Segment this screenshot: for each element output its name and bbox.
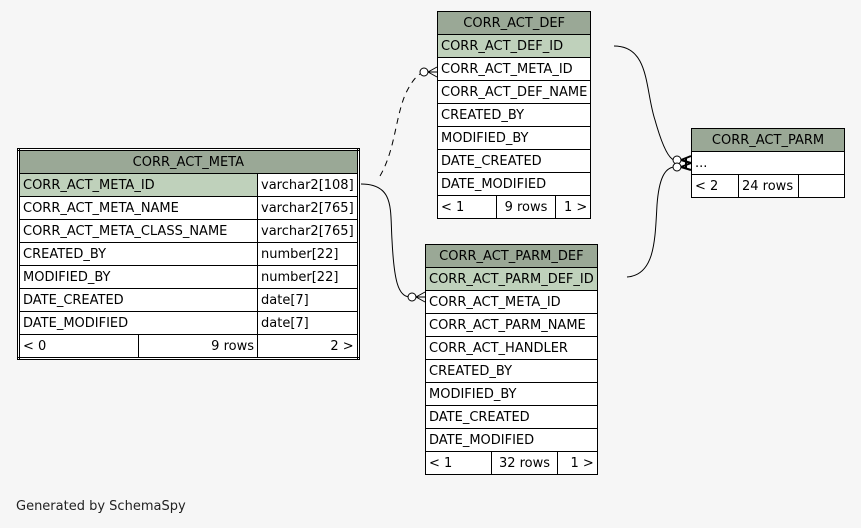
- column-name[interactable]: CREATED_BY: [18, 242, 258, 266]
- edge-meta-to-pdef: [360, 183, 411, 298]
- column-name[interactable]: CORR_ACT_DEF_ID: [436, 34, 592, 58]
- table-title[interactable]: CORR_ACT_META: [18, 149, 359, 174]
- edge-meta-to-def-zero-marker: [419, 67, 429, 77]
- edge-def-to-parm: [613, 45, 675, 161]
- column-name[interactable]: CORR_ACT_META_ID: [425, 290, 598, 314]
- row-count: 9 rows: [496, 195, 556, 219]
- parents-count[interactable]: < 0: [18, 334, 139, 359]
- edge-meta-to-pdef-crowfoot: [415, 291, 426, 303]
- children-count[interactable]: 2 >: [257, 334, 359, 359]
- column-type: varchar2[765]: [257, 196, 359, 220]
- column-name[interactable]: DATE_CREATED: [18, 288, 258, 312]
- edge-parm-crowfoot: [680, 155, 692, 171]
- column-name[interactable]: CORR_ACT_META_NAME: [18, 196, 258, 220]
- column-name[interactable]: CORR_ACT_META_ID: [436, 57, 592, 81]
- edge-meta-to-def-crowfoot: [427, 66, 438, 78]
- column-name[interactable]: DATE_CREATED: [425, 405, 598, 429]
- column-type: varchar2[108]: [257, 173, 359, 197]
- column-type: number[22]: [257, 242, 359, 266]
- table-title[interactable]: CORR_ACT_DEF: [436, 11, 592, 35]
- column-type: varchar2[765]: [257, 219, 359, 243]
- table-title[interactable]: CORR_ACT_PARM_DEF: [425, 244, 598, 268]
- parents-count[interactable]: < 1: [437, 195, 497, 219]
- edge-pdef-to-parm-zero-marker: [672, 162, 682, 172]
- column-name[interactable]: CREATED_BY: [436, 103, 592, 127]
- parents-count[interactable]: < 2: [691, 174, 739, 198]
- children-count[interactable]: 1 >: [557, 451, 598, 475]
- column-name[interactable]: DATE_MODIFIED: [18, 311, 258, 335]
- row-count: 24 rows: [738, 174, 799, 198]
- children-count[interactable]: [798, 174, 845, 198]
- column-name[interactable]: ...: [691, 151, 845, 175]
- column-type: date[7]: [257, 311, 359, 335]
- column-name[interactable]: CREATED_BY: [425, 359, 598, 383]
- column-name[interactable]: DATE_MODIFIED: [425, 428, 598, 452]
- row-count: 32 rows: [491, 451, 558, 475]
- edge-meta-to-def: [379, 71, 425, 177]
- table-corr-act-def[interactable]: CORR_ACT_DEF CORR_ACT_DEF_ID CORR_ACT_ME…: [436, 11, 592, 219]
- column-name[interactable]: MODIFIED_BY: [436, 126, 592, 150]
- table-title[interactable]: CORR_ACT_PARM: [691, 128, 845, 152]
- column-name[interactable]: CORR_ACT_META_ID: [18, 173, 258, 197]
- column-type: date[7]: [257, 288, 359, 312]
- column-name[interactable]: MODIFIED_BY: [18, 265, 258, 289]
- column-name[interactable]: CORR_ACT_PARM_NAME: [425, 313, 598, 337]
- column-name[interactable]: CORR_ACT_HANDLER: [425, 336, 598, 360]
- edge-pdef-to-parm: [626, 166, 675, 278]
- edge-meta-to-pdef-zero-marker: [407, 292, 417, 302]
- column-name[interactable]: CORR_ACT_META_CLASS_NAME: [18, 219, 258, 243]
- row-count: 9 rows: [138, 334, 258, 359]
- children-count[interactable]: 1 >: [554, 195, 592, 219]
- column-type: number[22]: [257, 265, 359, 289]
- column-name[interactable]: DATE_MODIFIED: [436, 172, 592, 196]
- column-name[interactable]: MODIFIED_BY: [425, 382, 598, 406]
- parents-count[interactable]: < 1: [425, 451, 492, 475]
- table-corr-act-parm-def[interactable]: CORR_ACT_PARM_DEF CORR_ACT_PARM_DEF_ID C…: [425, 244, 598, 475]
- column-name[interactable]: CORR_ACT_PARM_DEF_ID: [425, 267, 598, 291]
- column-name[interactable]: DATE_CREATED: [436, 149, 592, 173]
- column-name[interactable]: CORR_ACT_DEF_NAME: [436, 80, 592, 104]
- generated-by-label: Generated by SchemaSpy: [16, 499, 186, 514]
